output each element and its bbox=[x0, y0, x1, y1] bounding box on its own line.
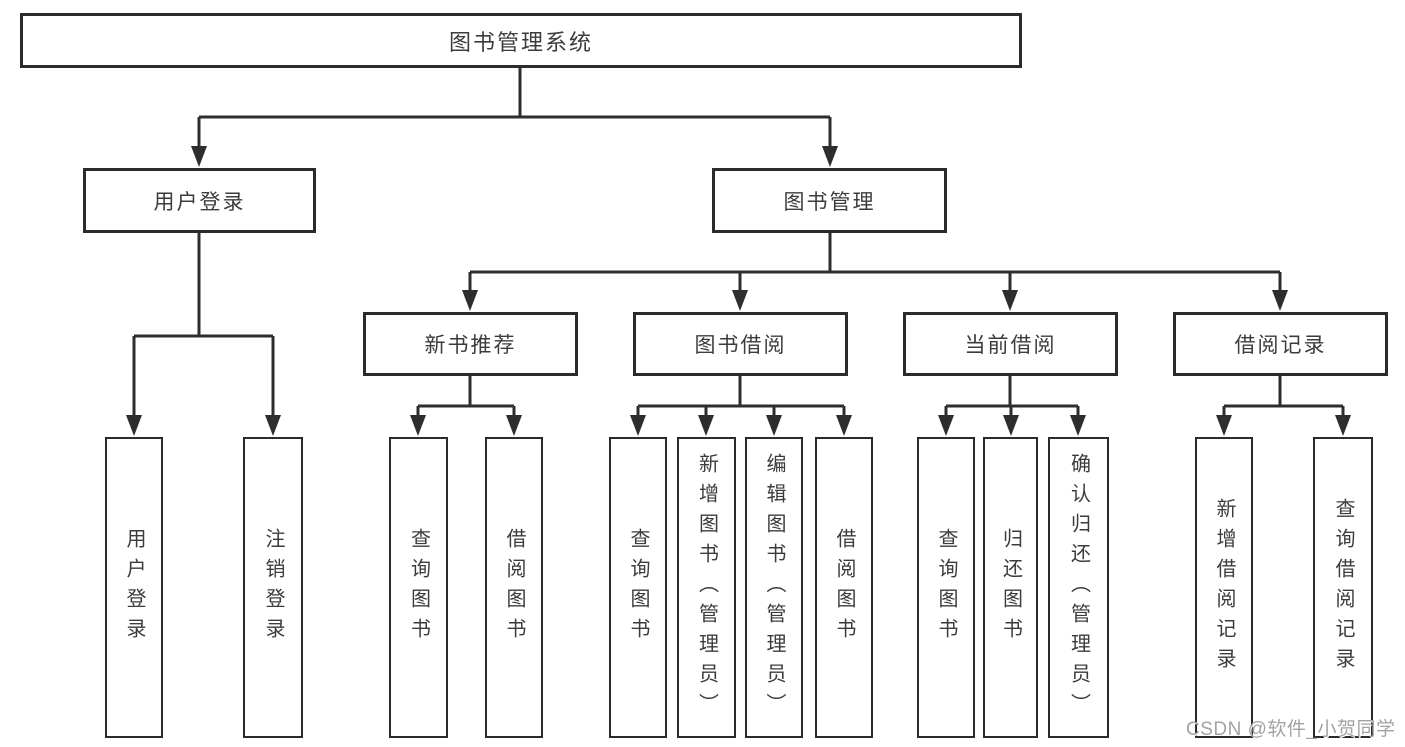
leaf-label: 查询图书 bbox=[935, 527, 957, 648]
connector-book-management-children bbox=[462, 233, 1288, 311]
leaf-query-books-3: 查询图书 bbox=[917, 437, 975, 738]
leaf-borrow-books-2: 借阅图书 bbox=[815, 437, 873, 738]
connector-current-borrowing-children bbox=[938, 376, 1086, 436]
node-new-book-recommend: 新书推荐 bbox=[363, 312, 578, 376]
node-label: 用户登录 bbox=[153, 190, 246, 214]
connector-new-book-children bbox=[410, 376, 522, 436]
leaf-label: 注销登录 bbox=[262, 527, 284, 648]
leaf-add-borrow-record: 新增借阅记录 bbox=[1195, 437, 1253, 738]
leaf-query-books-1: 查询图书 bbox=[389, 437, 448, 738]
node-label: 图书管理 bbox=[783, 190, 876, 214]
leaf-label: 确认归还（管理员） bbox=[1067, 452, 1090, 723]
leaf-confirm-return-admin: 确认归还（管理员） bbox=[1048, 437, 1109, 738]
leaf-label: 新增借阅记录 bbox=[1213, 497, 1235, 678]
leaf-borrow-books-1: 借阅图书 bbox=[485, 437, 543, 738]
leaf-query-borrow-record: 查询借阅记录 bbox=[1313, 437, 1373, 738]
connector-book-borrowing-children bbox=[630, 376, 852, 436]
node-book-borrowing: 图书借阅 bbox=[633, 312, 848, 376]
leaf-logout: 注销登录 bbox=[243, 437, 303, 738]
node-label: 借阅记录 bbox=[1234, 334, 1327, 357]
connector-root-to-level2 bbox=[191, 68, 838, 167]
leaf-label: 编辑图书（管理员） bbox=[763, 452, 785, 723]
node-library-management-system: 图书管理系统 bbox=[20, 13, 1022, 68]
node-label: 图书借阅 bbox=[694, 334, 787, 357]
leaf-label: 查询图书 bbox=[407, 527, 430, 648]
node-label: 当前借阅 bbox=[964, 334, 1057, 357]
node-label: 新书推荐 bbox=[424, 334, 517, 357]
leaf-label: 借阅图书 bbox=[833, 527, 855, 648]
node-current-borrowing: 当前借阅 bbox=[903, 312, 1118, 376]
node-borrowing-records: 借阅记录 bbox=[1173, 312, 1388, 376]
node-book-management: 图书管理 bbox=[712, 168, 947, 233]
leaf-label: 用户登录 bbox=[123, 527, 145, 648]
connector-borrowing-records-children bbox=[1216, 376, 1351, 436]
leaf-label: 借阅图书 bbox=[503, 527, 525, 648]
node-label: 图书管理系统 bbox=[448, 29, 593, 55]
leaf-edit-book-admin: 编辑图书（管理员） bbox=[745, 437, 803, 738]
leaf-add-book-admin: 新增图书（管理员） bbox=[677, 437, 736, 738]
leaf-label: 查询借阅记录 bbox=[1332, 497, 1354, 678]
leaf-label: 查询图书 bbox=[627, 527, 649, 648]
leaf-user-login: 用户登录 bbox=[105, 437, 163, 738]
connector-user-login-children bbox=[126, 233, 281, 436]
leaf-return-books: 归还图书 bbox=[983, 437, 1038, 738]
leaf-query-books-2: 查询图书 bbox=[609, 437, 667, 738]
csdn-watermark: CSDN @软件_小贺同学 bbox=[1186, 719, 1396, 740]
leaf-label: 归还图书 bbox=[999, 527, 1022, 648]
leaf-label: 新增图书（管理员） bbox=[695, 452, 718, 723]
node-user-login: 用户登录 bbox=[83, 168, 316, 233]
